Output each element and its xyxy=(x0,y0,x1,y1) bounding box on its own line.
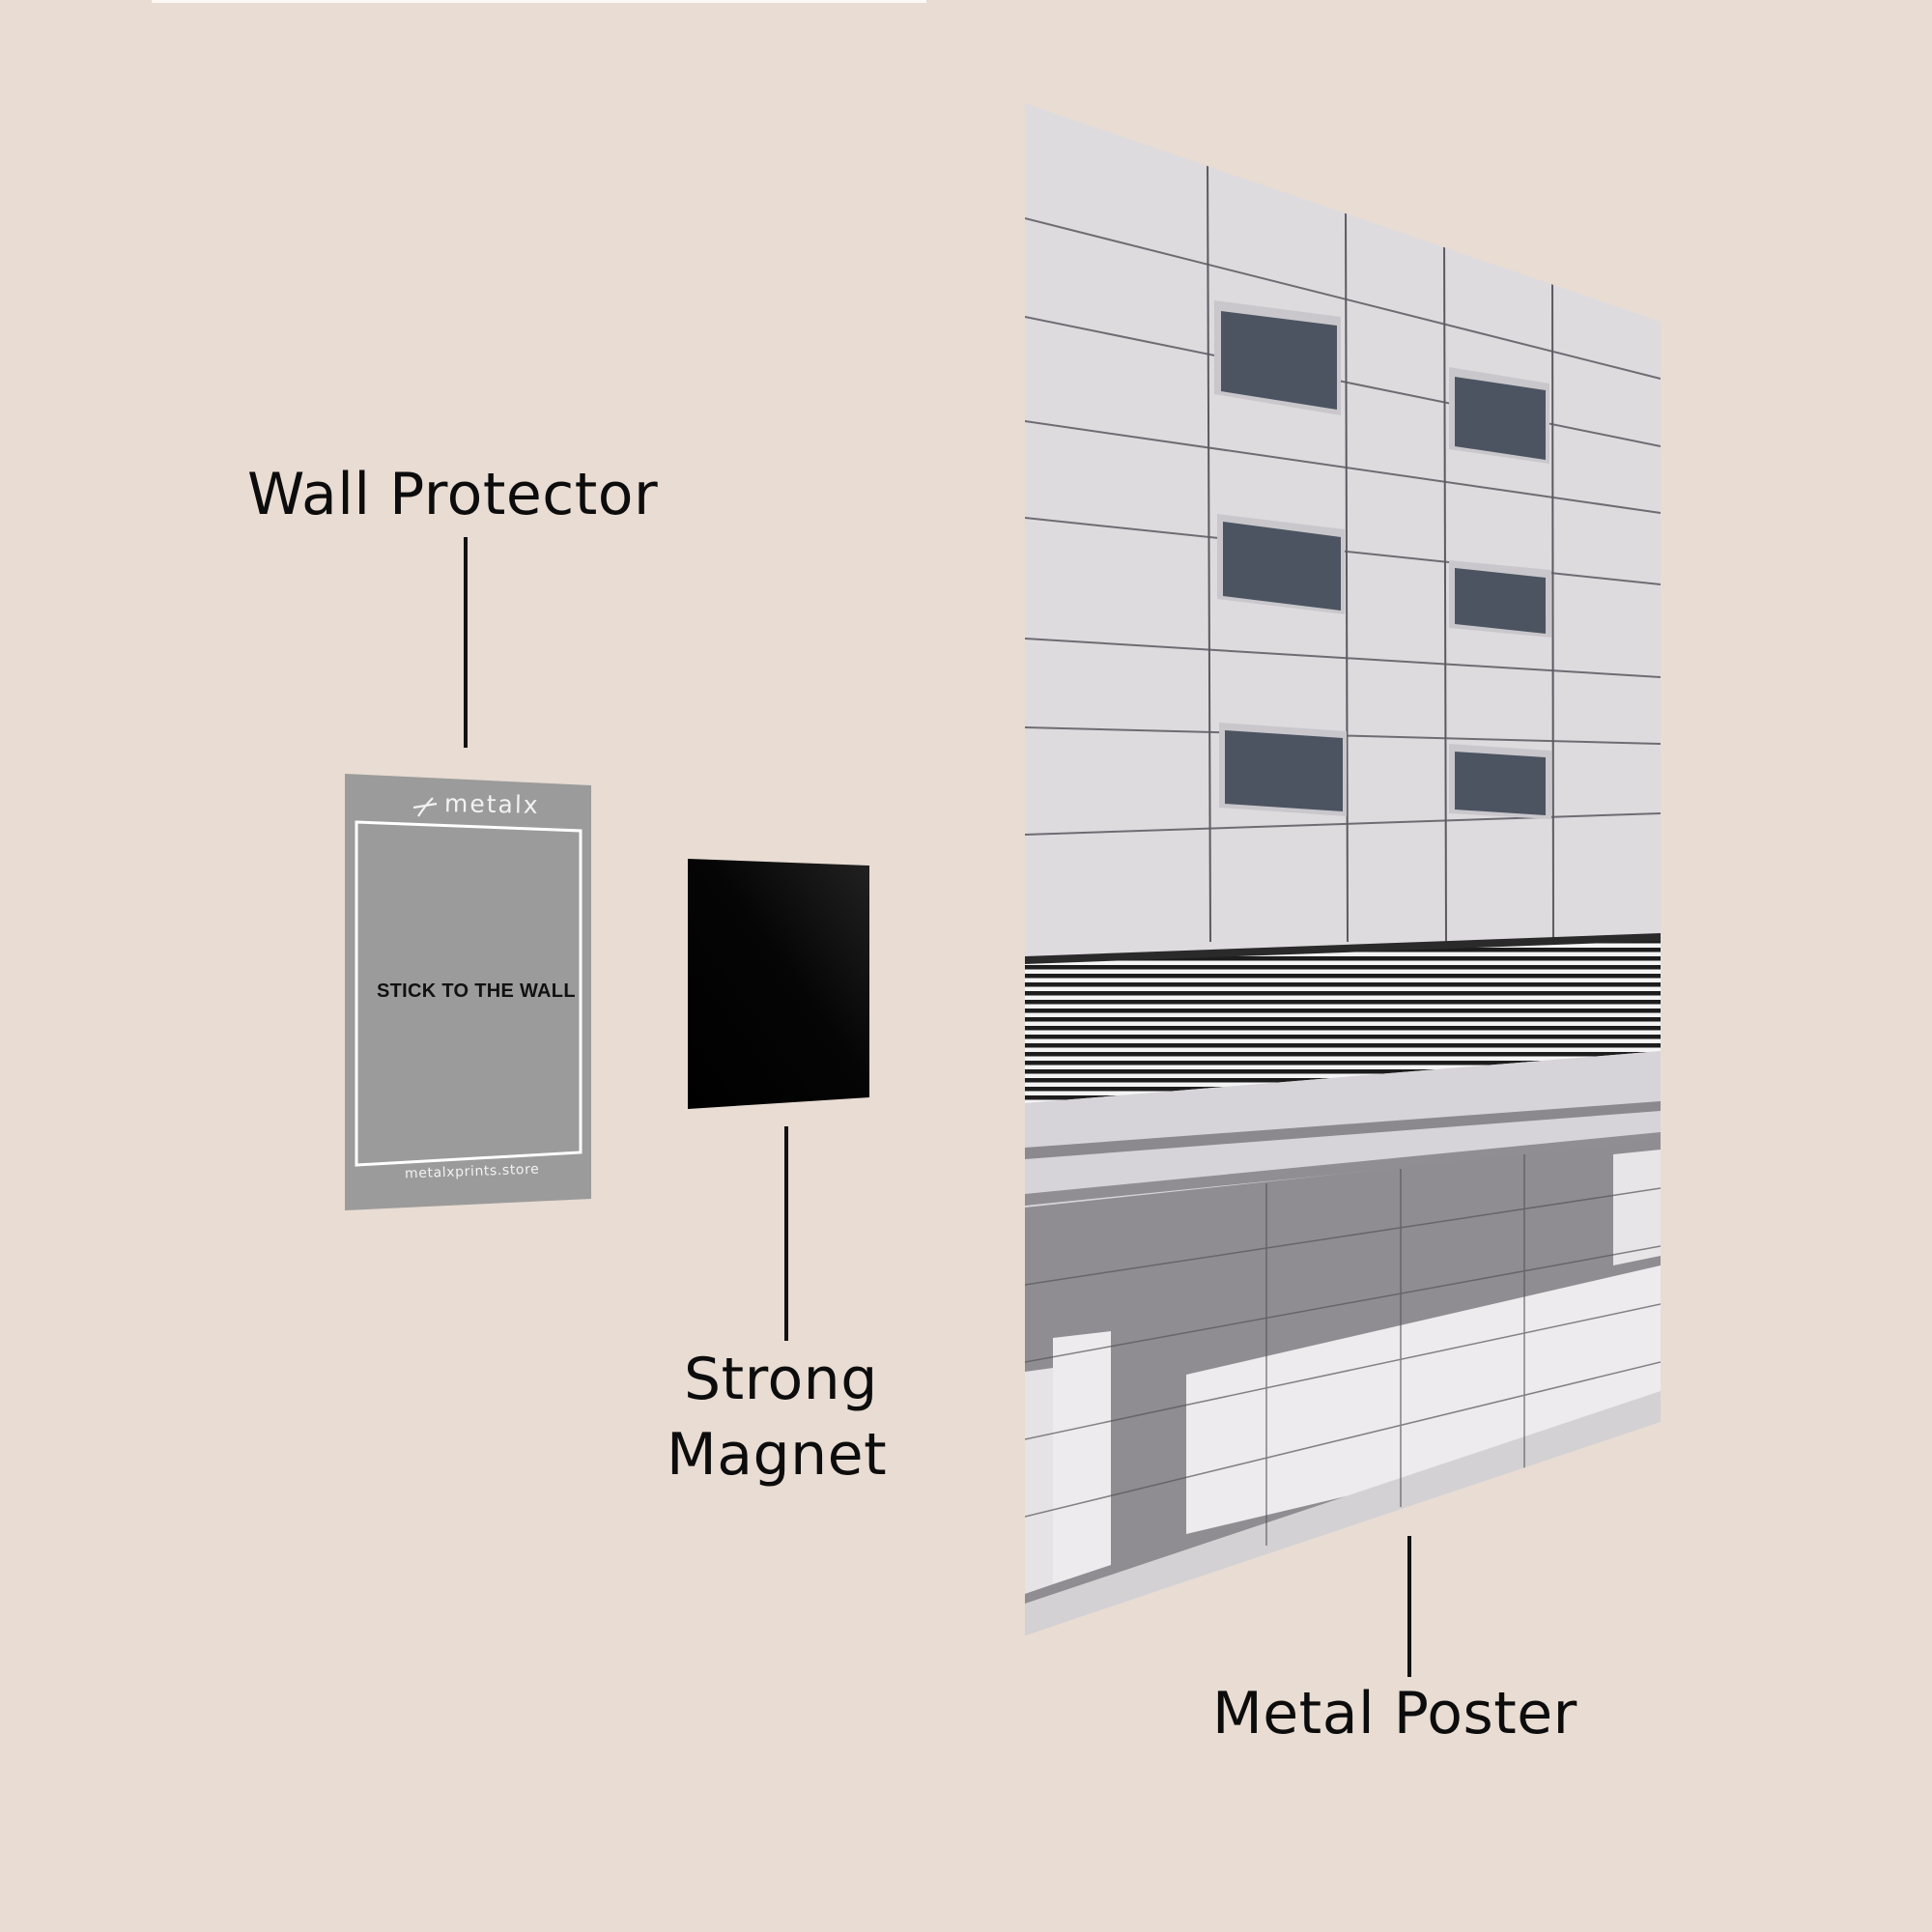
magnet-leader-line xyxy=(784,1126,788,1341)
wall-protector-label: Wall Protector xyxy=(247,461,659,528)
metal-poster-label: Metal Poster xyxy=(1212,1680,1577,1747)
wall-protector-leader-line xyxy=(464,537,468,748)
building-windows xyxy=(1214,300,1551,819)
stick-to-wall-text: STICK TO THE WALL xyxy=(377,980,576,1002)
top-edge-strip xyxy=(152,0,926,3)
poster-leader-line xyxy=(1407,1536,1411,1677)
magnet-label-line1: Strong xyxy=(684,1346,878,1413)
metalx-logo-icon xyxy=(412,797,438,817)
magnet-label-line2: Magnet xyxy=(667,1421,888,1489)
